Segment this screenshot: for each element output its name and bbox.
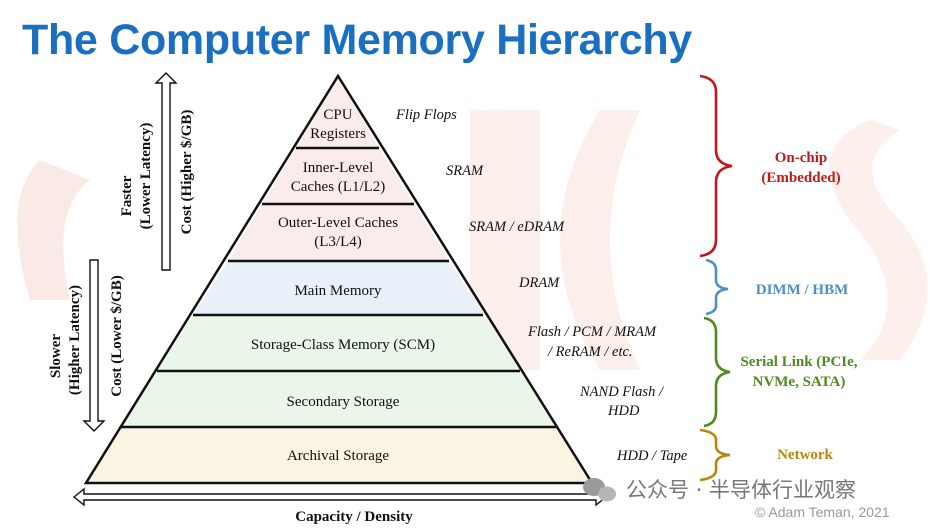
level-5-tech-line1: NAND Flash / [579, 384, 665, 400]
brace-serial-link [703, 316, 731, 428]
left-axis-lower: Slower (Higher Latency) Cost (Lower $/GB… [48, 259, 125, 432]
category-serial-link-line2: NVMe, SATA) [753, 374, 846, 390]
faster-label-line1: Faster [119, 175, 135, 216]
category-on-chip-line1: On-chip [775, 150, 828, 166]
pyramid-levels [86, 76, 592, 483]
level-1-label-line2: Caches (L1/L2) [291, 179, 386, 195]
faster-arrow [154, 72, 178, 271]
brace-network [699, 428, 731, 482]
level-band-outer-caches [228, 204, 449, 261]
level-0-tech: Flip Flops [395, 107, 457, 123]
level-2-label-line1: Outer-Level Caches [278, 215, 398, 231]
level-6-label: Archival Storage [287, 448, 389, 464]
left-axis-upper: Faster (Lower Latency) Cost (Higher $/GB… [119, 72, 195, 271]
level-4-tech-line2: / ReRAM / etc. [547, 344, 633, 360]
slower-label-line2: (Higher Latency) [67, 285, 83, 395]
category-labels: On-chip (Embedded) DIMM / HBM Serial Lin… [740, 150, 857, 463]
level-band-secondary [121, 371, 556, 427]
capacity-label: Capacity / Density [295, 509, 413, 525]
level-band-archival [86, 427, 592, 483]
wechat-watermark: 公众号 · 半导体行业观察 © Adam Teman, 2021 [583, 478, 890, 520]
wechat-icon [583, 478, 616, 502]
level-5-tech-line2: HDD [607, 403, 640, 419]
technology-labels: Flip Flops SRAM SRAM / eDRAM DRAM Flash … [395, 107, 688, 464]
level-band-main-memory [193, 261, 483, 315]
category-on-chip-line2: (Embedded) [761, 170, 840, 186]
level-5-label: Secondary Storage [287, 394, 400, 410]
level-4-tech-line1: Flash / PCM / MRAM [527, 324, 657, 340]
level-6-tech: HDD / Tape [616, 448, 688, 464]
capacity-arrow [72, 487, 608, 507]
level-4-label: Storage-Class Memory (SCM) [251, 337, 435, 353]
brace-on-chip [699, 74, 733, 258]
level-band-inner-caches [262, 148, 414, 204]
level-3-tech: DRAM [518, 275, 560, 291]
level-band-cpu-registers [296, 76, 379, 148]
watermark-chinese: 公众号 · 半导体行业观察 [626, 478, 856, 502]
bottom-axis: Capacity / Density [72, 487, 608, 525]
slower-arrow [82, 259, 106, 432]
page-title: The Computer Memory Hierarchy [22, 16, 692, 64]
level-2-label-line2: (L3/L4) [314, 234, 361, 250]
cost-lower-label: Cost (Lower $/GB) [109, 275, 125, 396]
level-band-scm [157, 315, 520, 371]
level-1-label-line1: Inner-Level [303, 160, 374, 176]
level-1-tech: SRAM [446, 163, 484, 179]
category-network: Network [777, 447, 833, 463]
watermark-copyright: © Adam Teman, 2021 [755, 504, 890, 520]
pyramid-outline [83, 73, 595, 485]
level-2-tech: SRAM / eDRAM [469, 219, 565, 235]
level-3-label: Main Memory [294, 283, 382, 299]
cost-higher-label: Cost (Higher $/GB) [179, 110, 195, 235]
level-0-label-line2: Registers [310, 126, 366, 142]
category-serial-link-line1: Serial Link (PCIe, [740, 354, 857, 370]
brace-dimm-hbm [705, 258, 729, 316]
category-dimm-hbm: DIMM / HBM [756, 282, 848, 298]
category-braces [699, 74, 733, 482]
faster-label-line2: (Lower Latency) [138, 123, 154, 230]
slower-label-line1: Slower [48, 334, 64, 379]
level-labels: CPU Registers Inner-Level Caches (L1/L2)… [251, 107, 435, 464]
level-0-label-line1: CPU [323, 107, 352, 123]
